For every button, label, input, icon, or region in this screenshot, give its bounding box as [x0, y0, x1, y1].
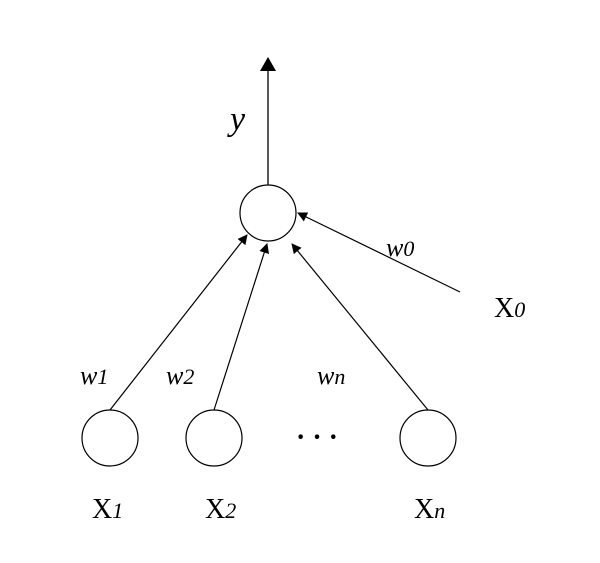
edge-x1	[109, 234, 248, 411]
edge-x2	[213, 243, 270, 411]
weight-label-n: wn	[317, 361, 345, 390]
ellipsis: · · ·	[296, 422, 338, 453]
weight-label-0: w0	[386, 233, 414, 262]
input-node-1	[81, 409, 139, 467]
input-label-0: X0	[494, 293, 525, 324]
output-node	[239, 184, 297, 242]
input-label-1: X1	[92, 494, 123, 525]
input-label-2: X2	[205, 494, 236, 525]
output-label: y	[227, 101, 246, 138]
input-label-n: Xn	[414, 494, 445, 525]
edge-xn	[291, 243, 429, 411]
weight-label-1: w1	[80, 361, 108, 390]
weight-label-2: w2	[166, 361, 194, 390]
edge-x0	[297, 212, 461, 293]
input-node-n	[399, 409, 457, 467]
input-node-2	[185, 409, 243, 467]
